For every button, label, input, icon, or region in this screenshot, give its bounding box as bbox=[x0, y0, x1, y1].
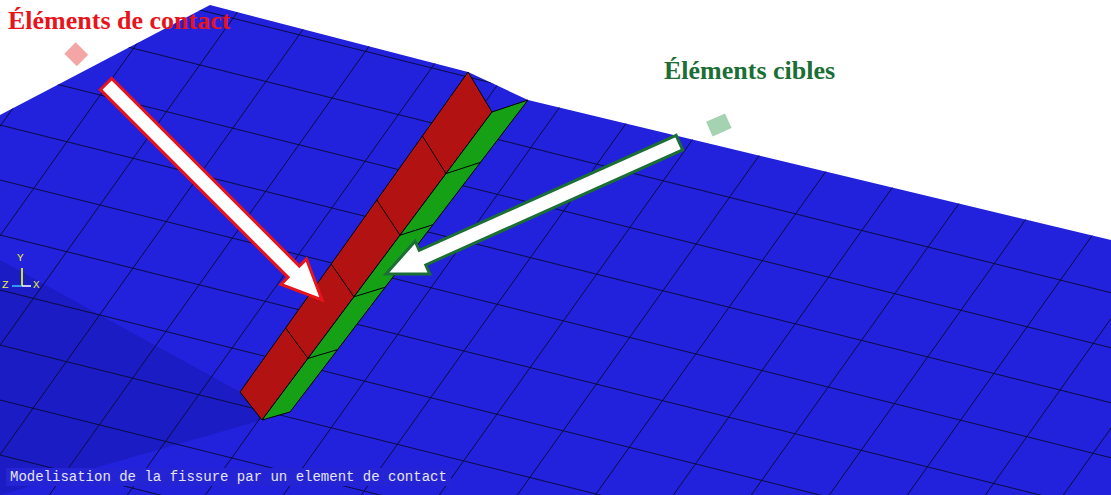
mesh-line bbox=[0, 0, 1111, 73]
mesh-line bbox=[0, 0, 12, 495]
mesh-line bbox=[985, 0, 1111, 495]
mesh-line bbox=[517, 0, 870, 495]
mesh-line bbox=[0, 455, 1111, 495]
mesh-line bbox=[0, 345, 1111, 495]
pointer-arrow bbox=[386, 135, 683, 274]
mesh-line bbox=[0, 0, 1111, 128]
arrow-tail bbox=[64, 42, 88, 66]
mesh-line bbox=[0, 0, 246, 495]
arrow-tail bbox=[706, 113, 731, 136]
axis-label: X bbox=[33, 279, 40, 291]
mesh-line bbox=[0, 0, 168, 495]
element-edge bbox=[422, 136, 446, 174]
element-edge bbox=[446, 162, 480, 173]
mesh-line bbox=[0, 400, 1111, 495]
axis-label: Y bbox=[17, 252, 24, 264]
mesh-line bbox=[0, 0, 324, 495]
mesh-line bbox=[0, 290, 1111, 495]
axis-label: Z bbox=[2, 279, 9, 291]
mesh-line bbox=[0, 125, 1111, 403]
mesh-line bbox=[361, 0, 714, 495]
pointer-arrow bbox=[100, 78, 322, 300]
element-edge bbox=[400, 225, 433, 235]
mesh-line bbox=[595, 0, 948, 495]
element-edge bbox=[354, 287, 385, 297]
axis-x bbox=[22, 285, 31, 287]
element-edge bbox=[286, 328, 308, 358]
mesh-line bbox=[0, 0, 90, 495]
target-elements bbox=[262, 100, 528, 420]
mesh-line bbox=[0, 235, 1111, 495]
axis-z bbox=[12, 285, 22, 287]
element-edge bbox=[377, 200, 400, 235]
mesh-line bbox=[907, 0, 1111, 495]
axis-y bbox=[21, 268, 23, 286]
plate-surface bbox=[0, 5, 1111, 495]
element-edge bbox=[331, 264, 354, 297]
callout-label: Éléments cibles bbox=[664, 56, 835, 86]
axis-triad bbox=[12, 268, 31, 286]
callout-label: Éléments de contact bbox=[8, 6, 230, 36]
pointer-arrows bbox=[64, 42, 731, 300]
mesh-line bbox=[1063, 0, 1111, 495]
plot-title-note: Modelisation de la fissure par un elemen… bbox=[6, 468, 451, 486]
mesh-line bbox=[829, 0, 1111, 495]
element-edge bbox=[308, 350, 338, 359]
